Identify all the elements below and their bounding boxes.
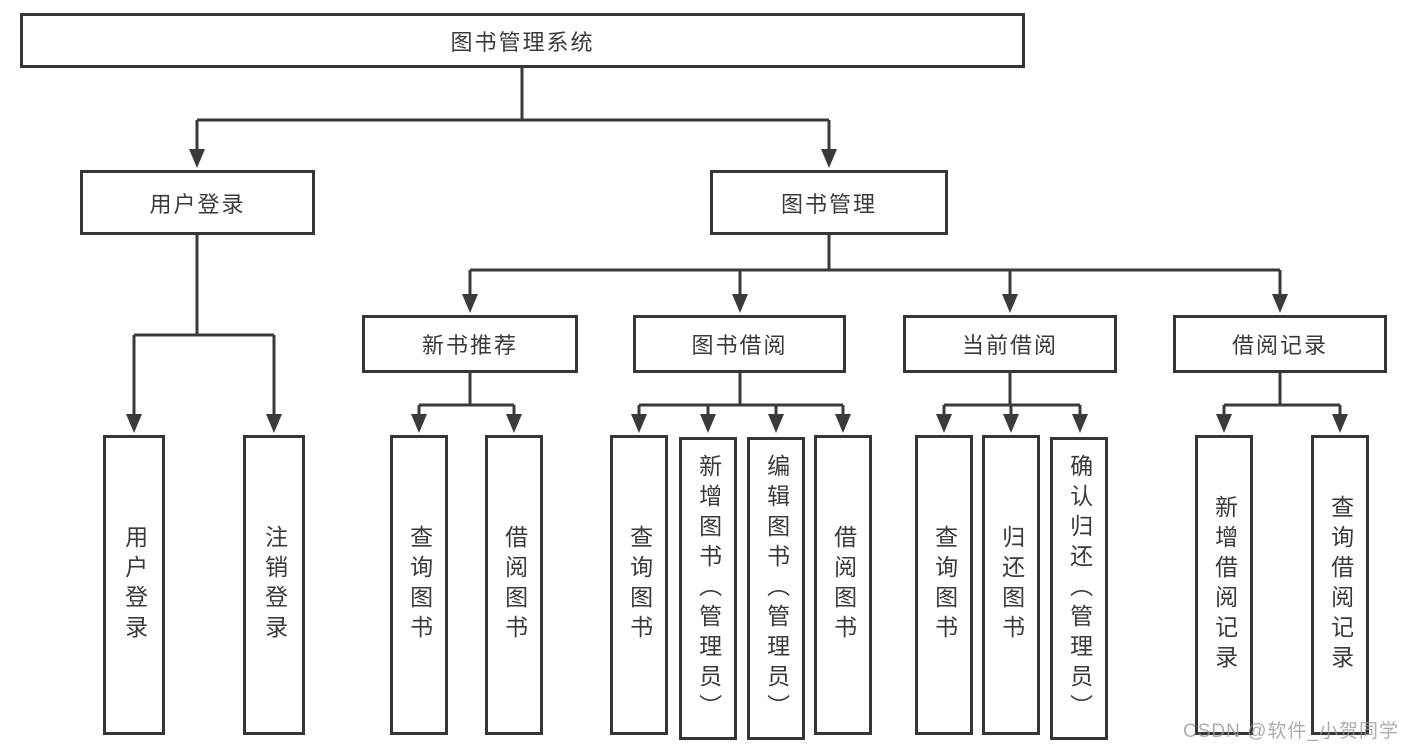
leaf-query-books-borrowing: 查询图书 [610, 435, 668, 735]
leaf-add-books-admin: 新增图书（管理员） [679, 437, 737, 740]
connector-currentborrow-children [942, 373, 1082, 416]
node-root-system: 图书管理系统 [20, 13, 1025, 68]
arrowheads-level1 [189, 149, 837, 168]
node-borrowing-records: 借阅记录 [1173, 315, 1387, 373]
connector-borrowrecords-children [1222, 373, 1342, 416]
leaf-query-books-recommendation: 查询图书 [390, 435, 448, 735]
arrowheads-userlogin-children [126, 414, 282, 433]
node-book-borrowing: 图书借阅 [633, 315, 846, 373]
connector-bookmgmt-to-level2 [468, 235, 1282, 296]
leaf-edit-books-admin: 编辑图书（管理员） [747, 437, 805, 740]
arrowheads-level2 [462, 294, 1288, 313]
leaf-confirm-return-admin: 确认归还（管理员） [1050, 437, 1108, 740]
node-current-borrowing: 当前借阅 [903, 315, 1117, 373]
leaf-user-login: 用户登录 [103, 435, 165, 735]
leaf-return-books: 归还图书 [982, 435, 1040, 735]
connector-root-to-level1 [195, 68, 831, 150]
arrowheads-currentborrow-children [936, 414, 1088, 433]
connector-userlogin-children [132, 235, 276, 416]
leaf-borrow-books: 借阅图书 [814, 435, 872, 735]
leaf-logout: 注销登录 [243, 435, 305, 735]
arrowheads-newbookrec-children [411, 414, 522, 433]
leaf-borrow-books-recommendation: 借阅图书 [485, 435, 543, 735]
arrowheads-bookborrow-children [631, 414, 851, 433]
node-user-login: 用户登录 [80, 170, 315, 235]
leaf-query-borrow-record: 查询借阅记录 [1311, 435, 1369, 735]
leaf-query-books-current: 查询图书 [915, 435, 973, 735]
node-new-book-recommendation: 新书推荐 [362, 315, 578, 373]
connector-bookborrow-children [637, 373, 845, 416]
leaf-add-borrow-record: 新增借阅记录 [1195, 435, 1253, 735]
arrowheads-borrowrecords-children [1216, 414, 1348, 433]
csdn-watermark: CSDN @软件_小贺同学 [1183, 721, 1399, 742]
connector-newbookrec-children [417, 373, 516, 416]
node-book-management: 图书管理 [710, 170, 948, 235]
